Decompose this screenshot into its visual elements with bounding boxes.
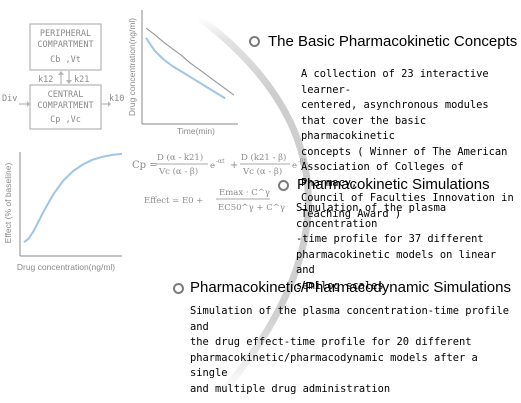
dose-input-label: Div	[2, 94, 17, 104]
cp-lhs: Cp =	[132, 160, 158, 171]
k12-label: k12	[38, 75, 53, 85]
section-bullet-pk-simulations[interactable]	[278, 180, 289, 191]
effect-denominator: EC50^γ + C^γ	[218, 203, 285, 213]
section-bullet-pkpd-simulations[interactable]	[173, 283, 184, 294]
pd-series-line-0	[23, 152, 123, 243]
peripheral-compartment-params: Cb ,Vt	[50, 55, 81, 65]
pk-chart: Drug concentration(ng/ml) Time(min)	[127, 10, 238, 136]
central-compartment-title-2: COMPARTMENT	[37, 101, 93, 111]
pk-xlabel: Time(min)	[177, 126, 215, 136]
cp-term1-exp-sup: -αt	[216, 158, 225, 165]
compartment-diagram	[19, 23, 111, 130]
cp-term1-numerator: D (α - k21)	[157, 152, 203, 163]
k21-label: k21	[74, 75, 89, 85]
pd-ylabel: Effect (% of baseline)	[3, 163, 13, 244]
cp-term1-exp: e	[210, 161, 215, 171]
section-title-pkpd-simulations[interactable]: Pharmacokinetic/Pharmacodynamic Simulati…	[190, 279, 511, 296]
section-desc-pk-simulations: Simulation of the plasma concentration -…	[296, 202, 497, 292]
peripheral-compartment-title-1: PERIPHERAL	[40, 29, 91, 39]
cp-term2-exp: e	[292, 161, 297, 171]
section-bullet-basic-concepts[interactable]	[249, 36, 260, 47]
pk-series-line-0	[145, 27, 235, 96]
central-compartment-box	[29, 84, 102, 130]
effect-numerator: Emax · C^γ	[219, 188, 270, 198]
peripheral-compartment-box	[29, 23, 102, 71]
section-title-pk-simulations[interactable]: Pharmacokinetic Simulations	[297, 176, 490, 193]
cp-term2-numerator: D (k21 - β)	[241, 152, 286, 163]
pd-chart: Effect (% of baseline) Drug concentratio…	[3, 152, 123, 272]
effect-lhs: Effect = E0 +	[144, 196, 203, 206]
cp-plus: +	[230, 160, 238, 171]
cp-term2-denominator: Vc (α - β)	[242, 166, 282, 177]
pk-ylabel: Drug concentration(ng/ml)	[127, 18, 137, 116]
cp-term1-denominator: Vc (α - β)	[158, 166, 198, 177]
section-desc-pkpd-simulations: Simulation of the plasma concentration-t…	[190, 305, 510, 395]
central-compartment-title-1: CENTRAL	[48, 90, 84, 100]
section-desc-basic-concepts: A collection of 23 interactive learner- …	[301, 68, 514, 220]
peripheral-compartment-title-2: COMPARTMENT	[37, 40, 93, 50]
decorative-arc	[197, 15, 312, 396]
pk-series-line-1	[145, 37, 226, 100]
effect-equation: Effect = E0 + Emax · C^γ EC50^γ + C^γ	[144, 188, 285, 213]
cp-equation: Cp = D (α - k21) Vc (α - β) e -αt + D (k…	[132, 152, 306, 177]
elimination-label: k10	[109, 94, 124, 104]
cp-term2-exp-sup: -βt	[298, 158, 306, 165]
pd-xlabel: Drug concentration(ng/ml)	[17, 262, 115, 272]
central-compartment-params: Cp ,Vc	[50, 115, 81, 125]
section-title-basic-concepts[interactable]: The Basic Pharmacokinetic Concepts	[268, 33, 518, 50]
